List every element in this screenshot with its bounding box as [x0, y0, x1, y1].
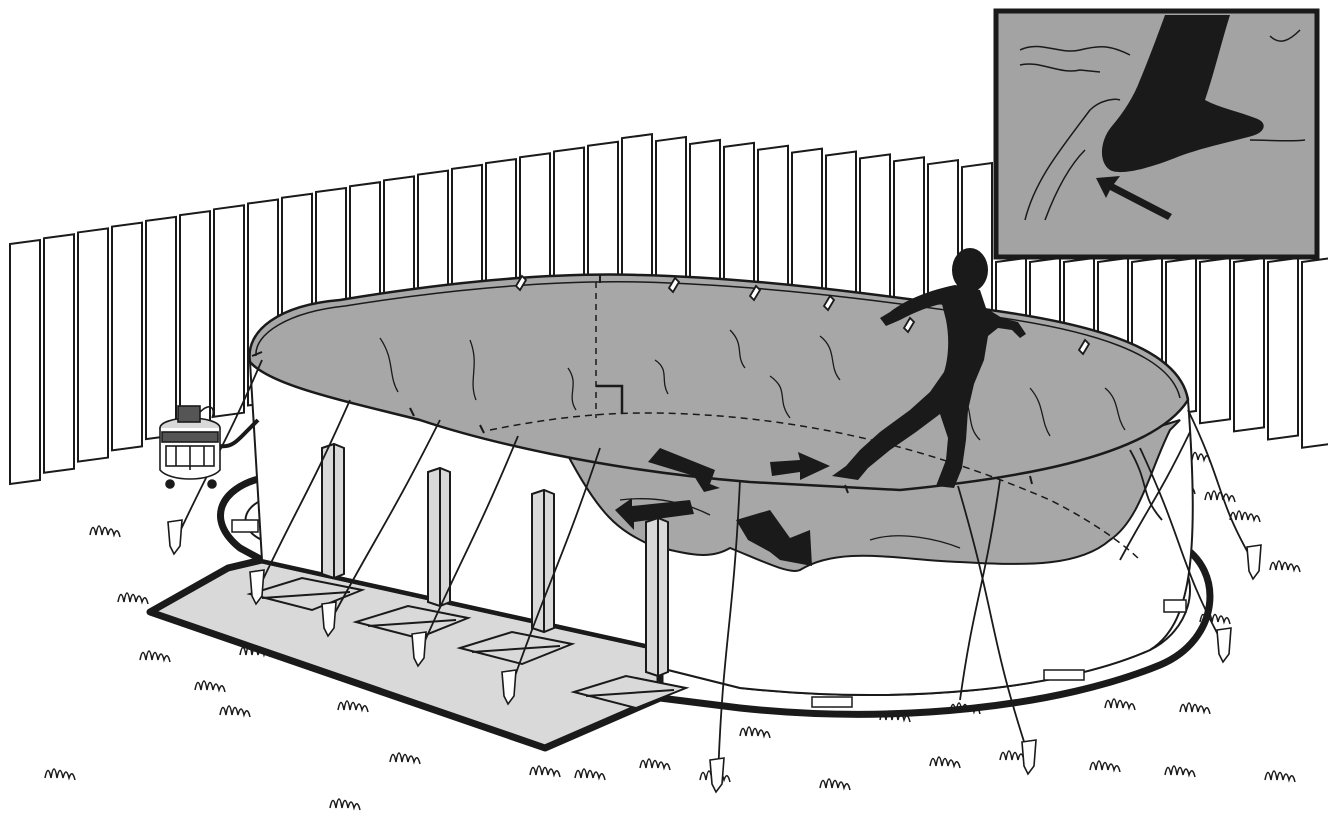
stake-icon	[710, 758, 724, 792]
grass-tuft	[640, 759, 670, 770]
fence-board	[10, 240, 40, 484]
grass-tuft	[575, 769, 605, 780]
stake-icon	[168, 520, 182, 554]
grass-tuft	[1165, 766, 1195, 777]
grass-tuft	[1090, 761, 1120, 772]
fence-board	[1200, 258, 1230, 423]
grass-tuft	[1180, 703, 1210, 714]
fence-board	[588, 142, 618, 294]
fence-board	[180, 211, 210, 428]
grass-tuft	[90, 526, 120, 537]
fence-board	[214, 205, 244, 416]
grass-tuft	[820, 779, 850, 790]
fence-board	[622, 134, 652, 284]
detail-inset	[996, 11, 1317, 257]
fence-board	[78, 228, 108, 461]
fence-board	[146, 217, 176, 439]
fence-board	[44, 234, 74, 473]
grass-tuft	[1205, 491, 1235, 502]
grass-tuft	[118, 593, 148, 604]
grass-tuft	[1265, 771, 1295, 782]
grass-tuft	[930, 757, 960, 768]
grass-tuft	[330, 799, 360, 810]
fence-board	[1302, 258, 1328, 448]
grass-tuft	[220, 706, 250, 717]
grass-tuft	[195, 681, 225, 692]
fence-board	[112, 223, 142, 451]
stake-icon	[1247, 545, 1261, 579]
grass-tuft	[1270, 561, 1300, 572]
stake-icon	[1217, 628, 1231, 662]
fence-board	[1268, 258, 1298, 440]
grass-tuft	[45, 769, 75, 780]
grass-tuft	[740, 727, 770, 738]
grass-tuft	[390, 753, 420, 764]
fence-board	[656, 137, 686, 293]
fence-board	[1234, 258, 1264, 431]
grass-tuft	[1105, 699, 1135, 710]
grass-tuft	[530, 766, 560, 777]
grass-tuft	[1230, 511, 1260, 522]
grass-tuft	[338, 701, 368, 712]
stake-icon	[1022, 740, 1036, 774]
grass-tuft	[140, 651, 170, 662]
